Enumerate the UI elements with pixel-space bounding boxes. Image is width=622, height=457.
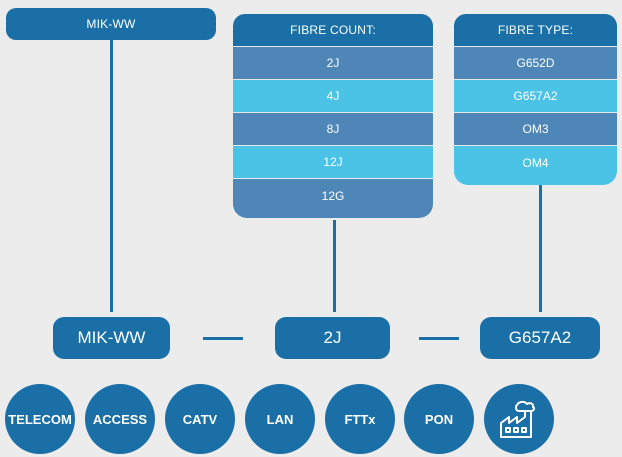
fibre-type-option[interactable]: OM3 [454, 112, 617, 145]
fibre-type-header: FIBRE TYPE: [454, 14, 617, 46]
fibre-type-option[interactable]: G657A2 [454, 79, 617, 112]
application-telecom[interactable]: TELECOM [5, 384, 75, 454]
fibre-type-option[interactable]: G652D [454, 46, 617, 79]
application-label: TELECOM [8, 411, 72, 427]
model-connector-line [110, 40, 113, 312]
fibre-count-option-label: 4J [326, 89, 340, 103]
selected-model-pill[interactable]: MIK-WW [53, 317, 170, 359]
application-label: FTTx [344, 411, 376, 427]
fibre-count-option-label: 8J [326, 122, 340, 136]
fibre-type-connector-line [539, 183, 542, 312]
fibre-count-option[interactable]: 2J [233, 46, 433, 79]
fibre-count-list: 2J 4J 8J 12J 12G [233, 46, 433, 218]
selected-model-label: MIK-WW [77, 328, 146, 347]
application-catv[interactable]: CATV [165, 384, 235, 454]
fibre-type-list: G652D G657A2 OM3 OM4 [454, 46, 617, 185]
selected-fibre-count-pill[interactable]: 2J [275, 317, 390, 359]
application-label: ACCESS [92, 411, 148, 427]
selected-fibre-count-label: 2J [323, 328, 342, 347]
connector-dash [203, 337, 243, 340]
fibre-count-option-label: 2J [326, 56, 340, 70]
fibre-count-connector-line [333, 220, 336, 312]
fibre-count-option[interactable]: 12J [233, 145, 433, 178]
application-access[interactable]: ACCESS [85, 384, 155, 454]
application-lan[interactable]: LAN [245, 384, 315, 454]
application-fttx[interactable]: FTTx [325, 384, 395, 454]
application-industry[interactable] [484, 384, 554, 454]
fibre-type-option[interactable]: OM4 [454, 145, 617, 185]
fibre-count-option[interactable]: 8J [233, 112, 433, 145]
selected-fibre-type-pill[interactable]: G657A2 [480, 317, 600, 359]
fibre-count-option[interactable]: 12G [233, 178, 433, 218]
fibre-type-option-label: G652D [516, 56, 555, 70]
model-header-label: MIK-WW [86, 17, 136, 31]
fibre-count-header: FIBRE COUNT: [233, 14, 433, 46]
fibre-count-option-label: 12J [323, 155, 343, 169]
fibre-count-option[interactable]: 4J [233, 79, 433, 112]
fibre-count-header-label: FIBRE COUNT: [290, 23, 376, 37]
application-pon[interactable]: PON [404, 384, 474, 454]
fibre-type-option-label: OM3 [522, 122, 549, 136]
factory-icon [497, 397, 541, 441]
connector-dash [419, 337, 459, 340]
application-label: CATV [182, 411, 218, 427]
selected-fibre-type-label: G657A2 [508, 328, 572, 347]
fibre-type-header-label: FIBRE TYPE: [497, 23, 574, 37]
fibre-type-option-label: OM4 [522, 155, 549, 170]
fibre-type-option-label: G657A2 [513, 89, 558, 103]
model-header: MIK-WW [6, 8, 216, 40]
application-label: LAN [266, 411, 294, 427]
application-label: PON [424, 411, 454, 427]
fibre-count-option-label: 12G [321, 188, 345, 203]
